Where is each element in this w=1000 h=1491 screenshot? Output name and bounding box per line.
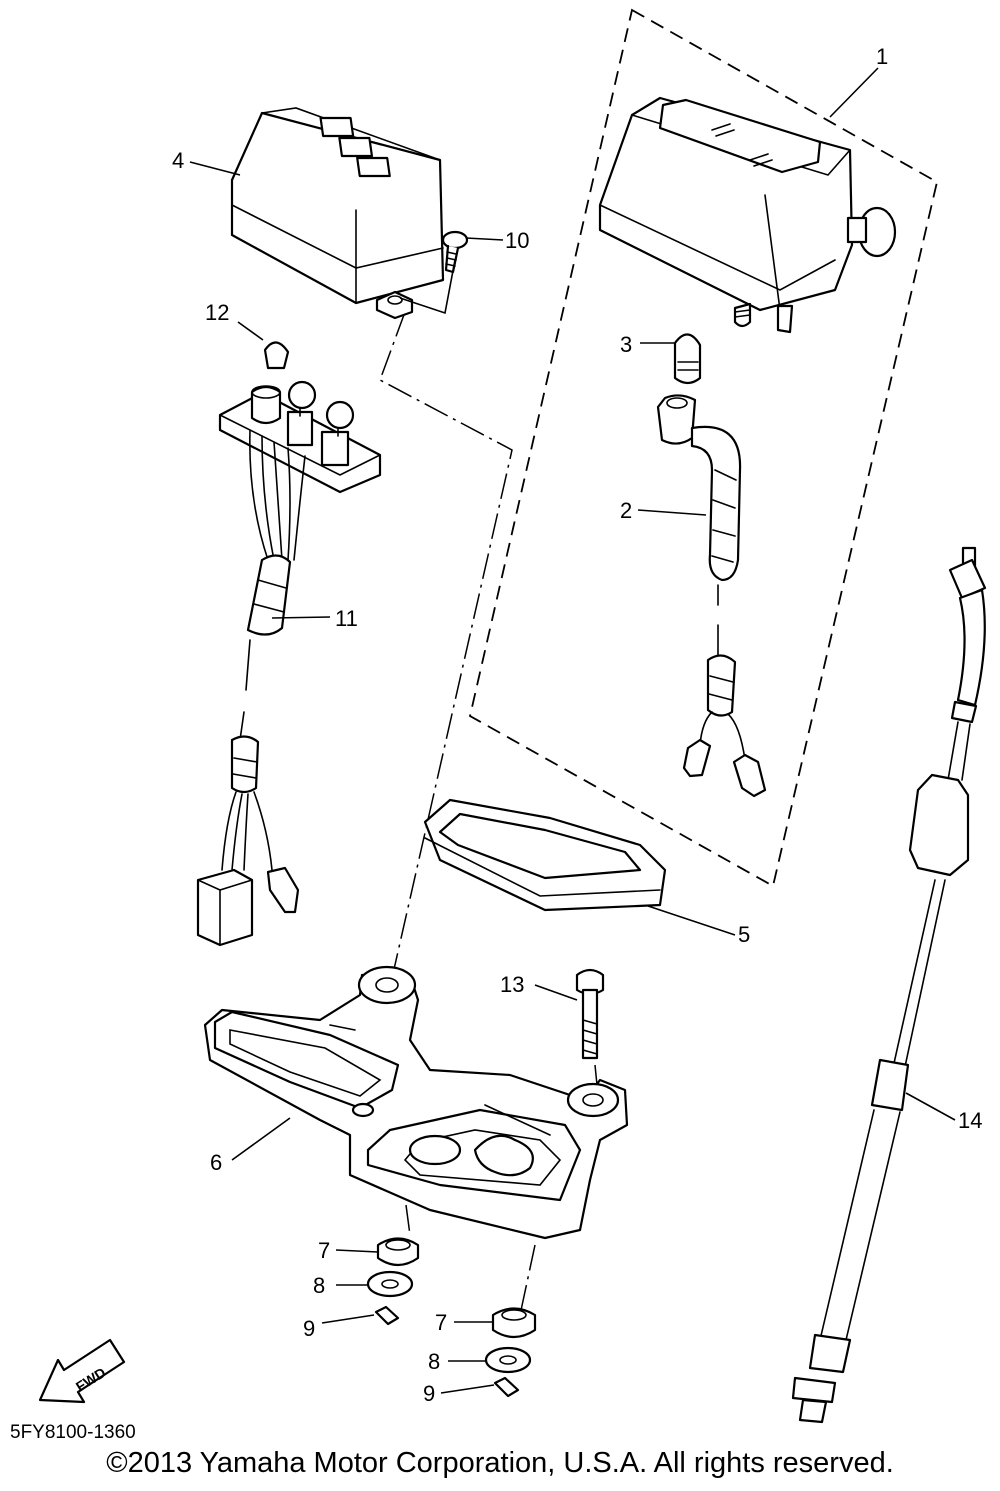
copyright-notice: ©2013 Yamaha Motor Corporation, U.S.A. A… [106, 1447, 894, 1479]
callout-8-right: 8 [428, 1349, 440, 1374]
screw-10 [441, 230, 469, 274]
clip-9-left [374, 1305, 400, 1326]
callout-13: 13 [500, 972, 524, 997]
speedometer [598, 96, 897, 334]
callout-9-right: 9 [423, 1381, 435, 1406]
clip-9-right [493, 1376, 520, 1398]
bolt-13 [575, 968, 605, 1060]
callout-9-left: 9 [303, 1316, 315, 1341]
assembly-boundary [468, 8, 939, 888]
gasket-5 [423, 798, 667, 912]
speedometer-cable-14 [791, 546, 987, 1424]
bracket-6 [203, 965, 629, 1240]
callout-3: 3 [620, 332, 632, 357]
bulb-12 [263, 341, 290, 370]
bulb-3 [673, 333, 702, 385]
callout-2: 2 [620, 498, 632, 523]
callout-11: 11 [335, 606, 358, 631]
damper-7-right [491, 1307, 537, 1339]
callout-4: 4 [172, 148, 184, 173]
damper-7-left [376, 1237, 420, 1267]
callout-8-left: 8 [313, 1273, 325, 1298]
washer-8-right [484, 1346, 532, 1374]
callout-7-right: 7 [435, 1310, 447, 1335]
alignment-line [361, 311, 513, 1111]
callout-1: 1 [876, 44, 888, 69]
indicator-socket-harness-11 [196, 380, 382, 947]
callout-10: 10 [505, 228, 529, 253]
indicator-housing [230, 107, 445, 320]
callout-14: 14 [958, 1108, 982, 1133]
callout-7-left: 7 [318, 1238, 330, 1263]
socket-harness-2 [656, 394, 767, 798]
fwd-arrow-icon: FWD [38, 1338, 126, 1404]
alignment-line [594, 1064, 598, 1086]
callout-6: 6 [210, 1150, 222, 1175]
washer-8-left [366, 1270, 414, 1298]
callout-12: 12 [205, 300, 229, 325]
alignment-line [519, 1244, 536, 1316]
alignment-line [405, 1204, 411, 1236]
diagram-code: 5FY8100-1360 [10, 1422, 136, 1443]
callout-5: 5 [738, 922, 750, 947]
